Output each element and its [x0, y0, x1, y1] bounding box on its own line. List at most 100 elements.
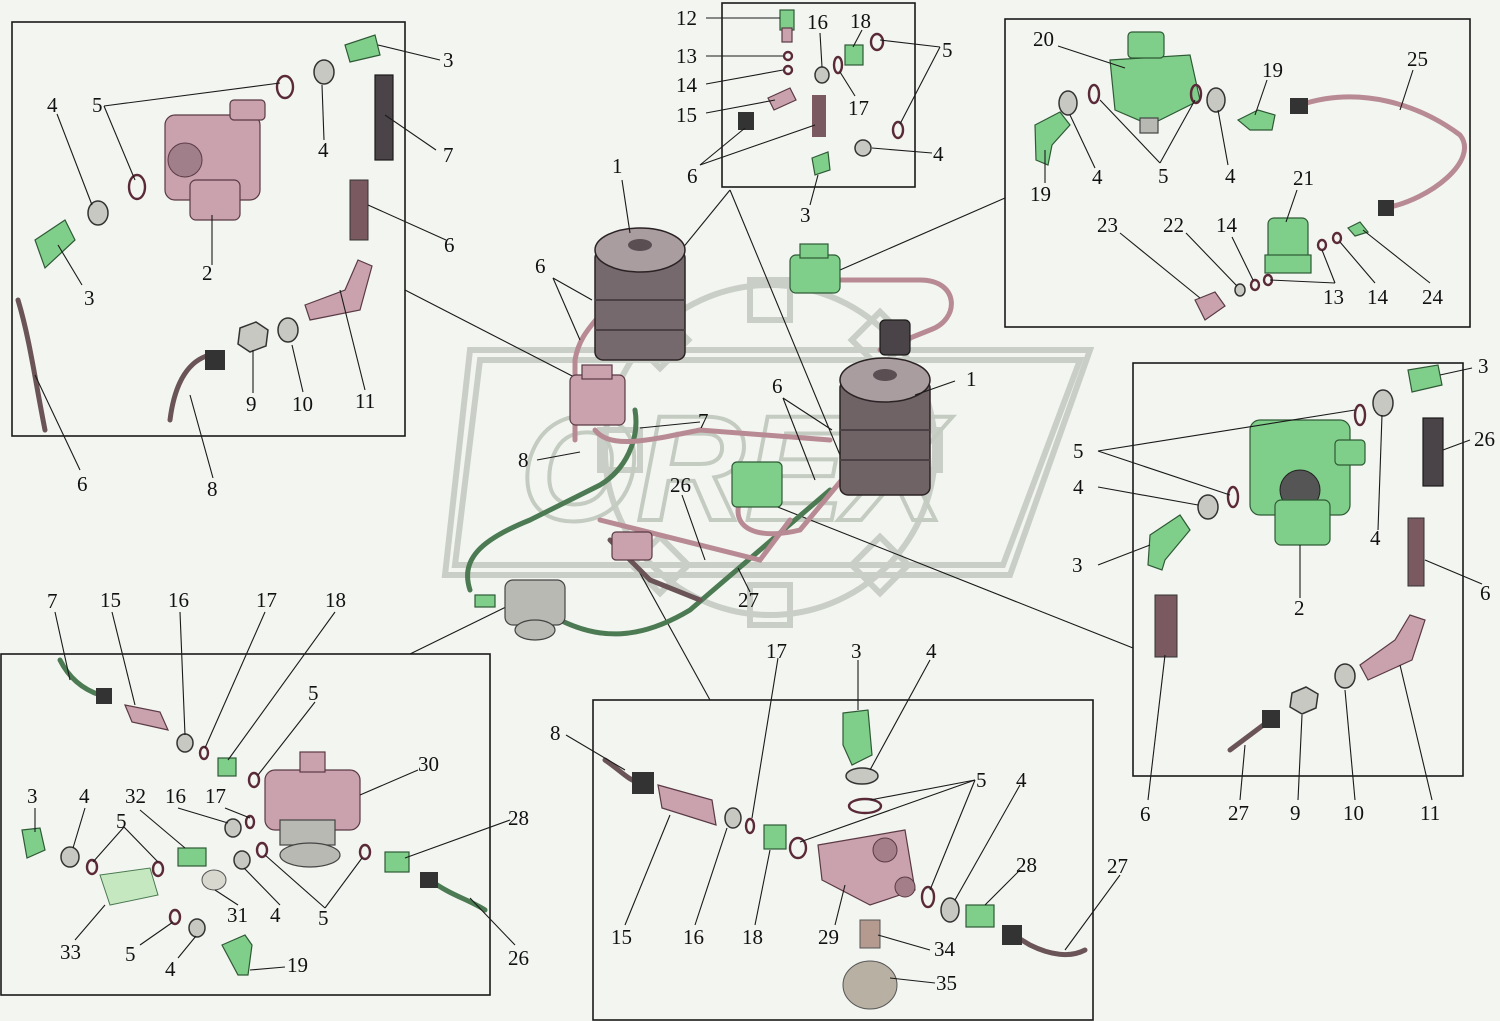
tube-27	[557, 487, 833, 637]
valve-21	[1264, 217, 1312, 274]
callout-4-b: 4	[1370, 526, 1381, 550]
watermark-logo: ORЕХ	[441, 277, 1095, 628]
callout-3-b: 3	[84, 286, 95, 310]
callout-7: 7	[443, 143, 454, 167]
callout-21: 21	[1293, 166, 1314, 190]
callout-4-a: 4	[47, 93, 58, 117]
callout-26: 26	[1474, 427, 1495, 451]
callout-18: 18	[742, 925, 763, 949]
callout-3: 3	[27, 784, 38, 808]
center-valve-2-right	[731, 461, 783, 508]
callout-5: 5	[92, 93, 103, 117]
callout-17-a: 17	[256, 588, 277, 612]
callout-14: 14	[676, 73, 698, 97]
callout-12: 12	[676, 6, 697, 30]
callout-6-upper: 6	[535, 254, 546, 278]
callout-5: 5	[976, 768, 987, 792]
valve-20	[1109, 31, 1201, 134]
callout-14-b: 14	[1367, 285, 1389, 309]
panel-right	[1132, 362, 1464, 777]
valve-30	[264, 751, 361, 868]
callout-16-a: 16	[168, 588, 189, 612]
callout-6-a: 6	[1480, 581, 1491, 605]
callout-6-b: 6	[77, 472, 88, 496]
panel-bottom-left-parts: 7 15 16 17 18 5 30 3 4 32 16 17 28 5 31 …	[21, 588, 529, 981]
callout-3: 3	[851, 639, 862, 663]
center-valve-29	[611, 531, 653, 561]
callout-31: 31	[227, 903, 248, 927]
center-valve-21	[879, 319, 911, 356]
callout-4-a: 4	[926, 639, 937, 663]
callout-3-b: 3	[1072, 553, 1083, 577]
callout-33: 33	[60, 940, 81, 964]
callout-4-a: 4	[1073, 475, 1084, 499]
callout-16: 16	[807, 10, 828, 34]
callout-8: 8	[518, 448, 529, 472]
center-valve-2-left	[569, 364, 626, 426]
air-receiver-1-upper	[594, 227, 686, 361]
valve-2-top-left	[164, 99, 266, 221]
callout-16: 16	[683, 925, 704, 949]
callout-1-upper: 1	[612, 154, 623, 178]
callout-3-a: 3	[443, 48, 454, 72]
callout-34: 34	[934, 937, 956, 961]
air-receiver-1-lower	[839, 357, 931, 496]
valve-2-right	[1249, 419, 1366, 546]
callout-27: 27	[1228, 801, 1249, 825]
callout-10: 10	[1343, 801, 1364, 825]
callout-9: 9	[246, 392, 257, 416]
callout-5: 5	[1073, 439, 1084, 463]
tube-6-right	[735, 467, 853, 537]
callout-17-b: 17	[205, 784, 226, 808]
callout-26: 26	[670, 473, 691, 497]
panel-bottom-center	[592, 699, 1094, 1021]
center-valve-30	[474, 579, 566, 641]
callout-7: 7	[47, 589, 58, 613]
callout-18: 18	[325, 588, 346, 612]
callout-14-a: 14	[1216, 213, 1238, 237]
callout-1-lower: 1	[966, 367, 977, 391]
callout-18: 18	[850, 9, 871, 33]
tube-7	[592, 427, 833, 444]
callout-4-c: 4	[165, 957, 176, 981]
callout-24: 24	[1422, 285, 1444, 309]
callout-4: 4	[933, 142, 944, 166]
callout-6-b: 6	[1140, 802, 1151, 826]
callout-28: 28	[508, 806, 529, 830]
callout-22: 22	[1163, 213, 1184, 237]
callout-26: 26	[508, 946, 529, 970]
callout-7: 7	[698, 409, 709, 433]
callout-4-b: 4	[318, 138, 329, 162]
callout-5-a: 5	[308, 681, 319, 705]
callout-19-b: 19	[1030, 182, 1051, 206]
panel-top-left-parts: 5 4 4 3 3 7 2 6 6 8 9 10 11	[15, 34, 455, 501]
callout-27: 27	[738, 588, 759, 612]
callout-5: 5	[1158, 164, 1169, 188]
callout-23: 23	[1097, 213, 1118, 237]
callout-4-a: 4	[1092, 165, 1103, 189]
callout-16-b: 16	[165, 784, 186, 808]
panel-top-left	[11, 21, 406, 437]
callout-3-a: 3	[1478, 354, 1489, 378]
panel-bottom-center-parts: 8 17 3 4 5 4 28 27 15 16 18 29 34 35	[550, 639, 1128, 1010]
callout-8: 8	[550, 721, 561, 745]
callout-4-b: 4	[1016, 768, 1027, 792]
callout-17: 17	[766, 639, 787, 663]
center-valve-20	[789, 243, 841, 294]
callout-2: 2	[202, 261, 213, 285]
panel-right-parts: 3 3 26 5 4 4 2 6 6 27 9 10 11	[1072, 354, 1495, 826]
panel-top-right-parts: 20 19 19 25 4 4 5 21 23 22 14 14 13 24	[1030, 27, 1467, 321]
callout-27: 27	[1107, 854, 1128, 878]
callout-10: 10	[292, 392, 313, 416]
callout-4-b: 4	[1225, 164, 1236, 188]
callout-6-a: 6	[444, 233, 455, 257]
tube-25-center	[837, 277, 954, 353]
callout-32: 32	[125, 784, 146, 808]
callout-25: 25	[1407, 47, 1428, 71]
callout-35: 35	[936, 971, 957, 995]
callout-6-lower: 6	[772, 374, 783, 398]
valve-29	[817, 829, 916, 906]
callout-15: 15	[100, 588, 121, 612]
callout-19: 19	[287, 953, 308, 977]
